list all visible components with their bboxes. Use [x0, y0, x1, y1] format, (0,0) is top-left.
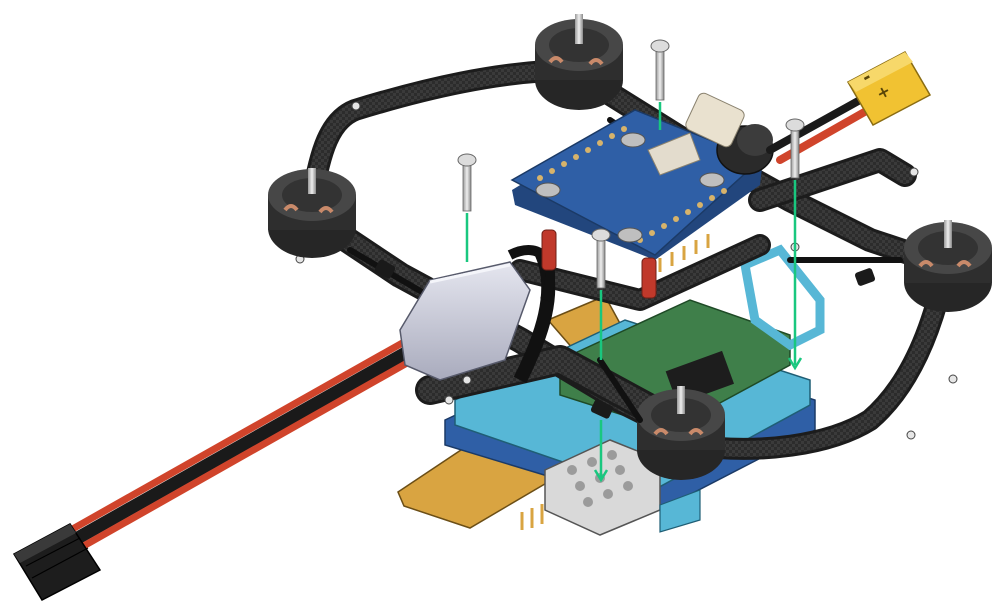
motor-rear-right [904, 220, 992, 312]
standoffs [541, 229, 657, 299]
cable-ties [374, 147, 876, 419]
screw-right [785, 118, 805, 179]
battery-lead-left [49, 329, 434, 560]
xt-connector: - + [846, 51, 932, 126]
motor-front-left [268, 168, 356, 258]
capacitor [685, 92, 774, 175]
screw-left [457, 153, 477, 212]
flight-controller-board [510, 109, 762, 272]
motor-rear-left [535, 14, 623, 110]
assembly-guide-lines [465, 102, 803, 483]
screw-top [650, 39, 670, 101]
motor-front-right [637, 386, 725, 480]
screw-center [591, 228, 611, 289]
lead-connector [12, 523, 102, 601]
battery-lead-right [766, 96, 872, 164]
